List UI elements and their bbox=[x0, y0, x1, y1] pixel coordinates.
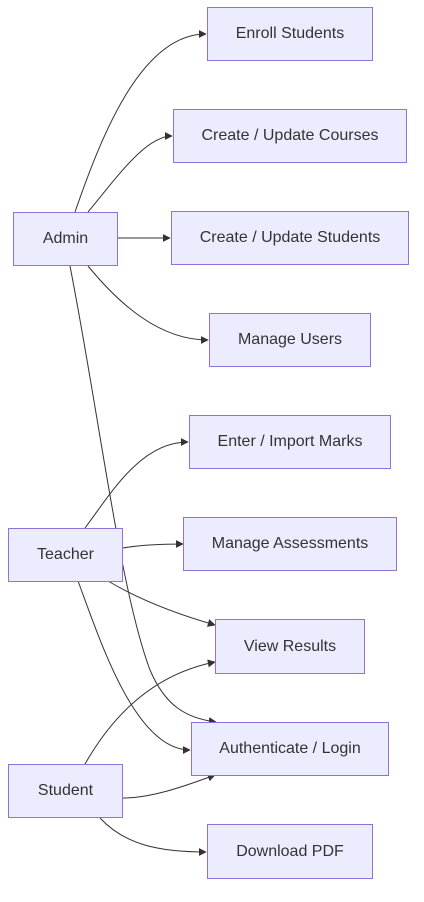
edge-admin-authenticate-login bbox=[69, 265, 217, 726]
use-case-authenticate-login-label: Authenticate / Login bbox=[219, 740, 361, 757]
use-case-create-update-students[interactable]: Create / Update Students bbox=[171, 211, 409, 265]
actor-student[interactable]: Student bbox=[8, 764, 123, 818]
use-case-manage-assessments[interactable]: Manage Assessments bbox=[183, 517, 397, 571]
actor-student-label: Student bbox=[37, 782, 94, 799]
edge-student-authenticate-login bbox=[122, 773, 216, 799]
edge-student-view-results bbox=[84, 659, 216, 765]
actor-admin-label: Admin bbox=[42, 230, 89, 247]
edge-teacher-manage-assessments bbox=[122, 540, 184, 549]
use-case-enter-import-marks-label: Enter / Import Marks bbox=[217, 433, 363, 450]
use-case-download-pdf[interactable]: Download PDF bbox=[207, 824, 373, 879]
use-case-view-results[interactable]: View Results bbox=[215, 619, 365, 674]
use-case-create-update-students-label: Create / Update Students bbox=[199, 229, 381, 246]
actor-admin[interactable]: Admin bbox=[13, 212, 118, 266]
actor-teacher[interactable]: Teacher bbox=[8, 528, 123, 582]
actor-teacher-label: Teacher bbox=[37, 546, 94, 563]
use-case-manage-users-label: Manage Users bbox=[237, 331, 343, 348]
use-case-manage-users[interactable]: Manage Users bbox=[209, 313, 371, 367]
use-case-create-update-courses[interactable]: Create / Update Courses bbox=[173, 109, 407, 163]
edge-admin-enroll-students bbox=[74, 30, 207, 213]
edge-student-download-pdf bbox=[99, 817, 207, 856]
use-case-create-update-courses-label: Create / Update Courses bbox=[201, 127, 379, 144]
use-case-download-pdf-label: Download PDF bbox=[236, 842, 344, 860]
use-case-authenticate-login[interactable]: Authenticate / Login bbox=[191, 722, 389, 776]
use-case-manage-assessments-label: Manage Assessments bbox=[211, 535, 369, 552]
edge-teacher-view-results bbox=[107, 580, 216, 627]
edge-teacher-enter-import-marks bbox=[84, 438, 189, 529]
edge-admin-create-update-courses bbox=[87, 132, 173, 213]
edge-teacher-authenticate-login bbox=[77, 580, 191, 754]
use-case-enroll-students-label: Enroll Students bbox=[235, 25, 345, 42]
edge-admin-manage-users bbox=[87, 265, 209, 344]
use-case-enter-import-marks[interactable]: Enter / Import Marks bbox=[189, 415, 391, 469]
use-case-view-results-label: View Results bbox=[243, 637, 337, 655]
use-case-enroll-students[interactable]: Enroll Students bbox=[207, 7, 373, 61]
